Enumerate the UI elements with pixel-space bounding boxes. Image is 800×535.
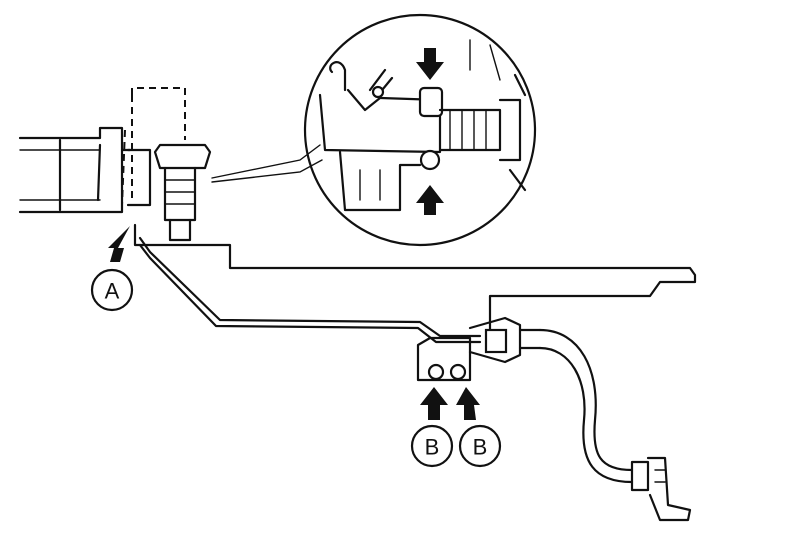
transmission-housing [18,126,132,214]
pipe-a [138,236,482,344]
dashed-bracket [121,87,186,206]
leader-line [211,144,321,179]
release-cylinder [126,143,697,332]
label-a: A [90,268,134,312]
arrow-down-icon [416,48,444,80]
arrow-up-icon [420,387,448,420]
magnified-inset [303,13,537,247]
arrow-up-icon [416,185,444,215]
label-b-right-text: B [473,435,488,460]
label-b-left: B [410,424,454,468]
arrow-up-icon [108,226,130,262]
label-a-text: A [105,279,120,304]
label-b-right: B [458,424,502,468]
label-b-left-text: B [425,435,440,460]
arrow-up-icon [456,387,480,420]
flex-hose [538,328,692,522]
junction-bracket [416,316,542,382]
